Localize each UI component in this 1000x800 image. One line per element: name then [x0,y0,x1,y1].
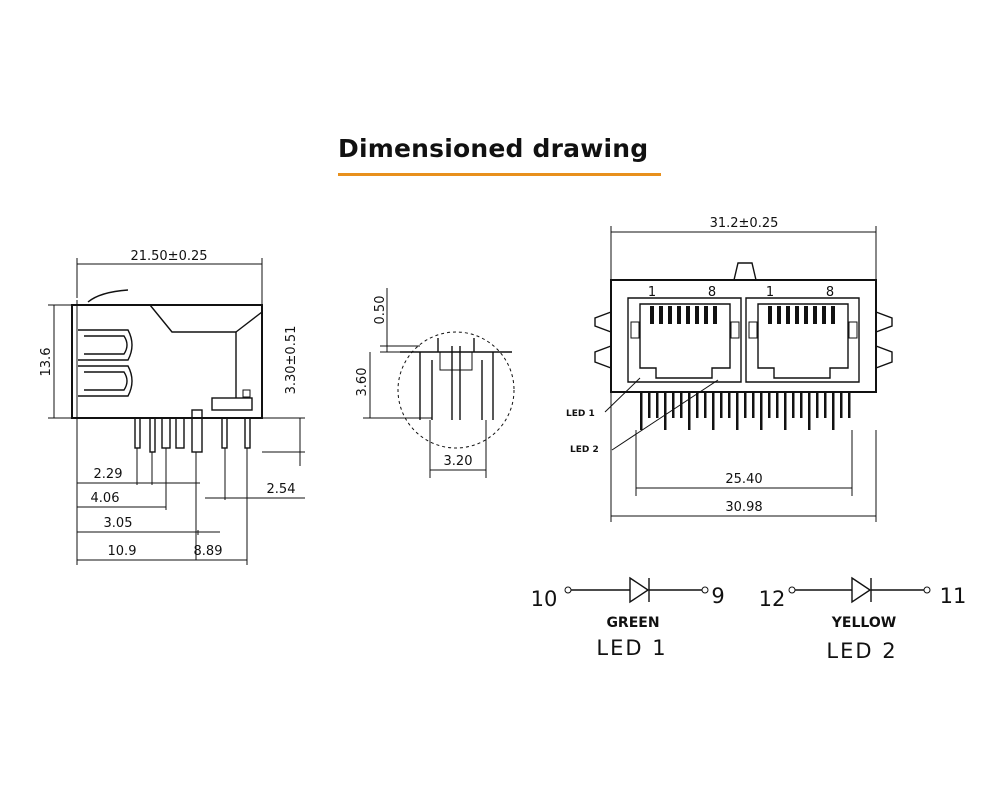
dim-3-05: 3.05 [104,516,133,531]
bottom-pin [648,392,651,418]
drawing-title: Dimensioned drawing [338,134,649,163]
led2-name: LED 2 [826,639,897,663]
port-contact [686,306,690,324]
bottom-pin [712,392,715,430]
port-contact [668,306,672,324]
bottom-pin [656,392,659,418]
bottom-pin [672,392,675,418]
bottom-pin [824,392,827,418]
bottom-pin [664,392,667,430]
port-contact [677,306,681,324]
led2-color: YELLOW [831,615,896,631]
pin-pitch-label: 25.40 [725,472,762,487]
bottom-pin [784,392,787,430]
dim-8-89: 8.89 [194,544,223,559]
title-underline [338,173,661,176]
bottom-pin [704,392,707,418]
port-contact [704,306,708,324]
detail-top-label: 0.50 [373,296,388,325]
side-height-label: 13.6 [39,348,54,377]
port-contact [713,306,717,324]
led1-name: LED 1 [596,636,667,660]
detail-view: 0.50 3.60 3.20 [355,288,515,478]
port-contact [695,306,699,324]
led1-pin-left: 10 [531,587,558,611]
port1-pin8-label: 8 [708,285,716,300]
side-width-label: 21.50±0.25 [130,249,207,264]
led1-color: GREEN [606,615,659,631]
port-contact [795,306,799,324]
bottom-pin [744,392,747,418]
bottom-pin [640,392,643,430]
led2-symbol: 12 11 YELLOW LED 2 [759,576,967,663]
bottom-pin [736,392,739,430]
front-view: 31.2±0.25 1 8 1 8 LED 1 LED 2 [566,216,893,522]
bottom-pin [752,392,755,418]
led1-callout: LED 1 [566,409,595,419]
port-contact [768,306,772,324]
bottom-pin [832,392,835,430]
bottom-pin [720,392,723,418]
led1-pin-right: 9 [711,584,724,608]
port-contact [822,306,826,324]
detail-height-label: 3.60 [355,368,370,397]
bottom-pin [768,392,771,418]
bottom-pin [696,392,699,418]
front-width-label: 31.2±0.25 [710,216,779,231]
port-contact [659,306,663,324]
port-contact [777,306,781,324]
bottom-pin [816,392,819,418]
side-standoff-label: 3.30±0.51 [284,326,299,395]
bottom-pin [680,392,683,418]
led2-callout: LED 2 [570,445,599,455]
bottom-pin [728,392,731,418]
bottom-pin [776,392,779,418]
port1-pin1-label: 1 [648,285,656,300]
dim-2-54: 2.54 [267,482,296,497]
dim-4-06: 4.06 [91,491,120,506]
bottom-pin [792,392,795,418]
port-contact [650,306,654,324]
dim-2-29: 2.29 [94,467,123,482]
bottom-pin [808,392,811,430]
port-contact [786,306,790,324]
port2-pin1-label: 1 [766,285,774,300]
bottom-pin [848,392,851,418]
port-contact [813,306,817,324]
bottom-pin [688,392,691,430]
bottom-width-label: 30.98 [725,500,762,515]
led1-symbol: 10 9 GREEN LED 1 [531,576,725,660]
dim-10-9: 10.9 [108,544,137,559]
port-contact [831,306,835,324]
bottom-pin [760,392,763,430]
port-contact [804,306,808,324]
bottom-pin [840,392,843,418]
led2-pin-left: 12 [759,587,786,611]
side-view: 21.50±0.25 13.6 3.30±0.51 2.29 4.06 3.05… [39,249,305,565]
port2-pin8-label: 8 [826,285,834,300]
detail-width-label: 3.20 [444,454,473,469]
led2-pin-right: 11 [940,584,967,608]
bottom-pin [800,392,803,418]
